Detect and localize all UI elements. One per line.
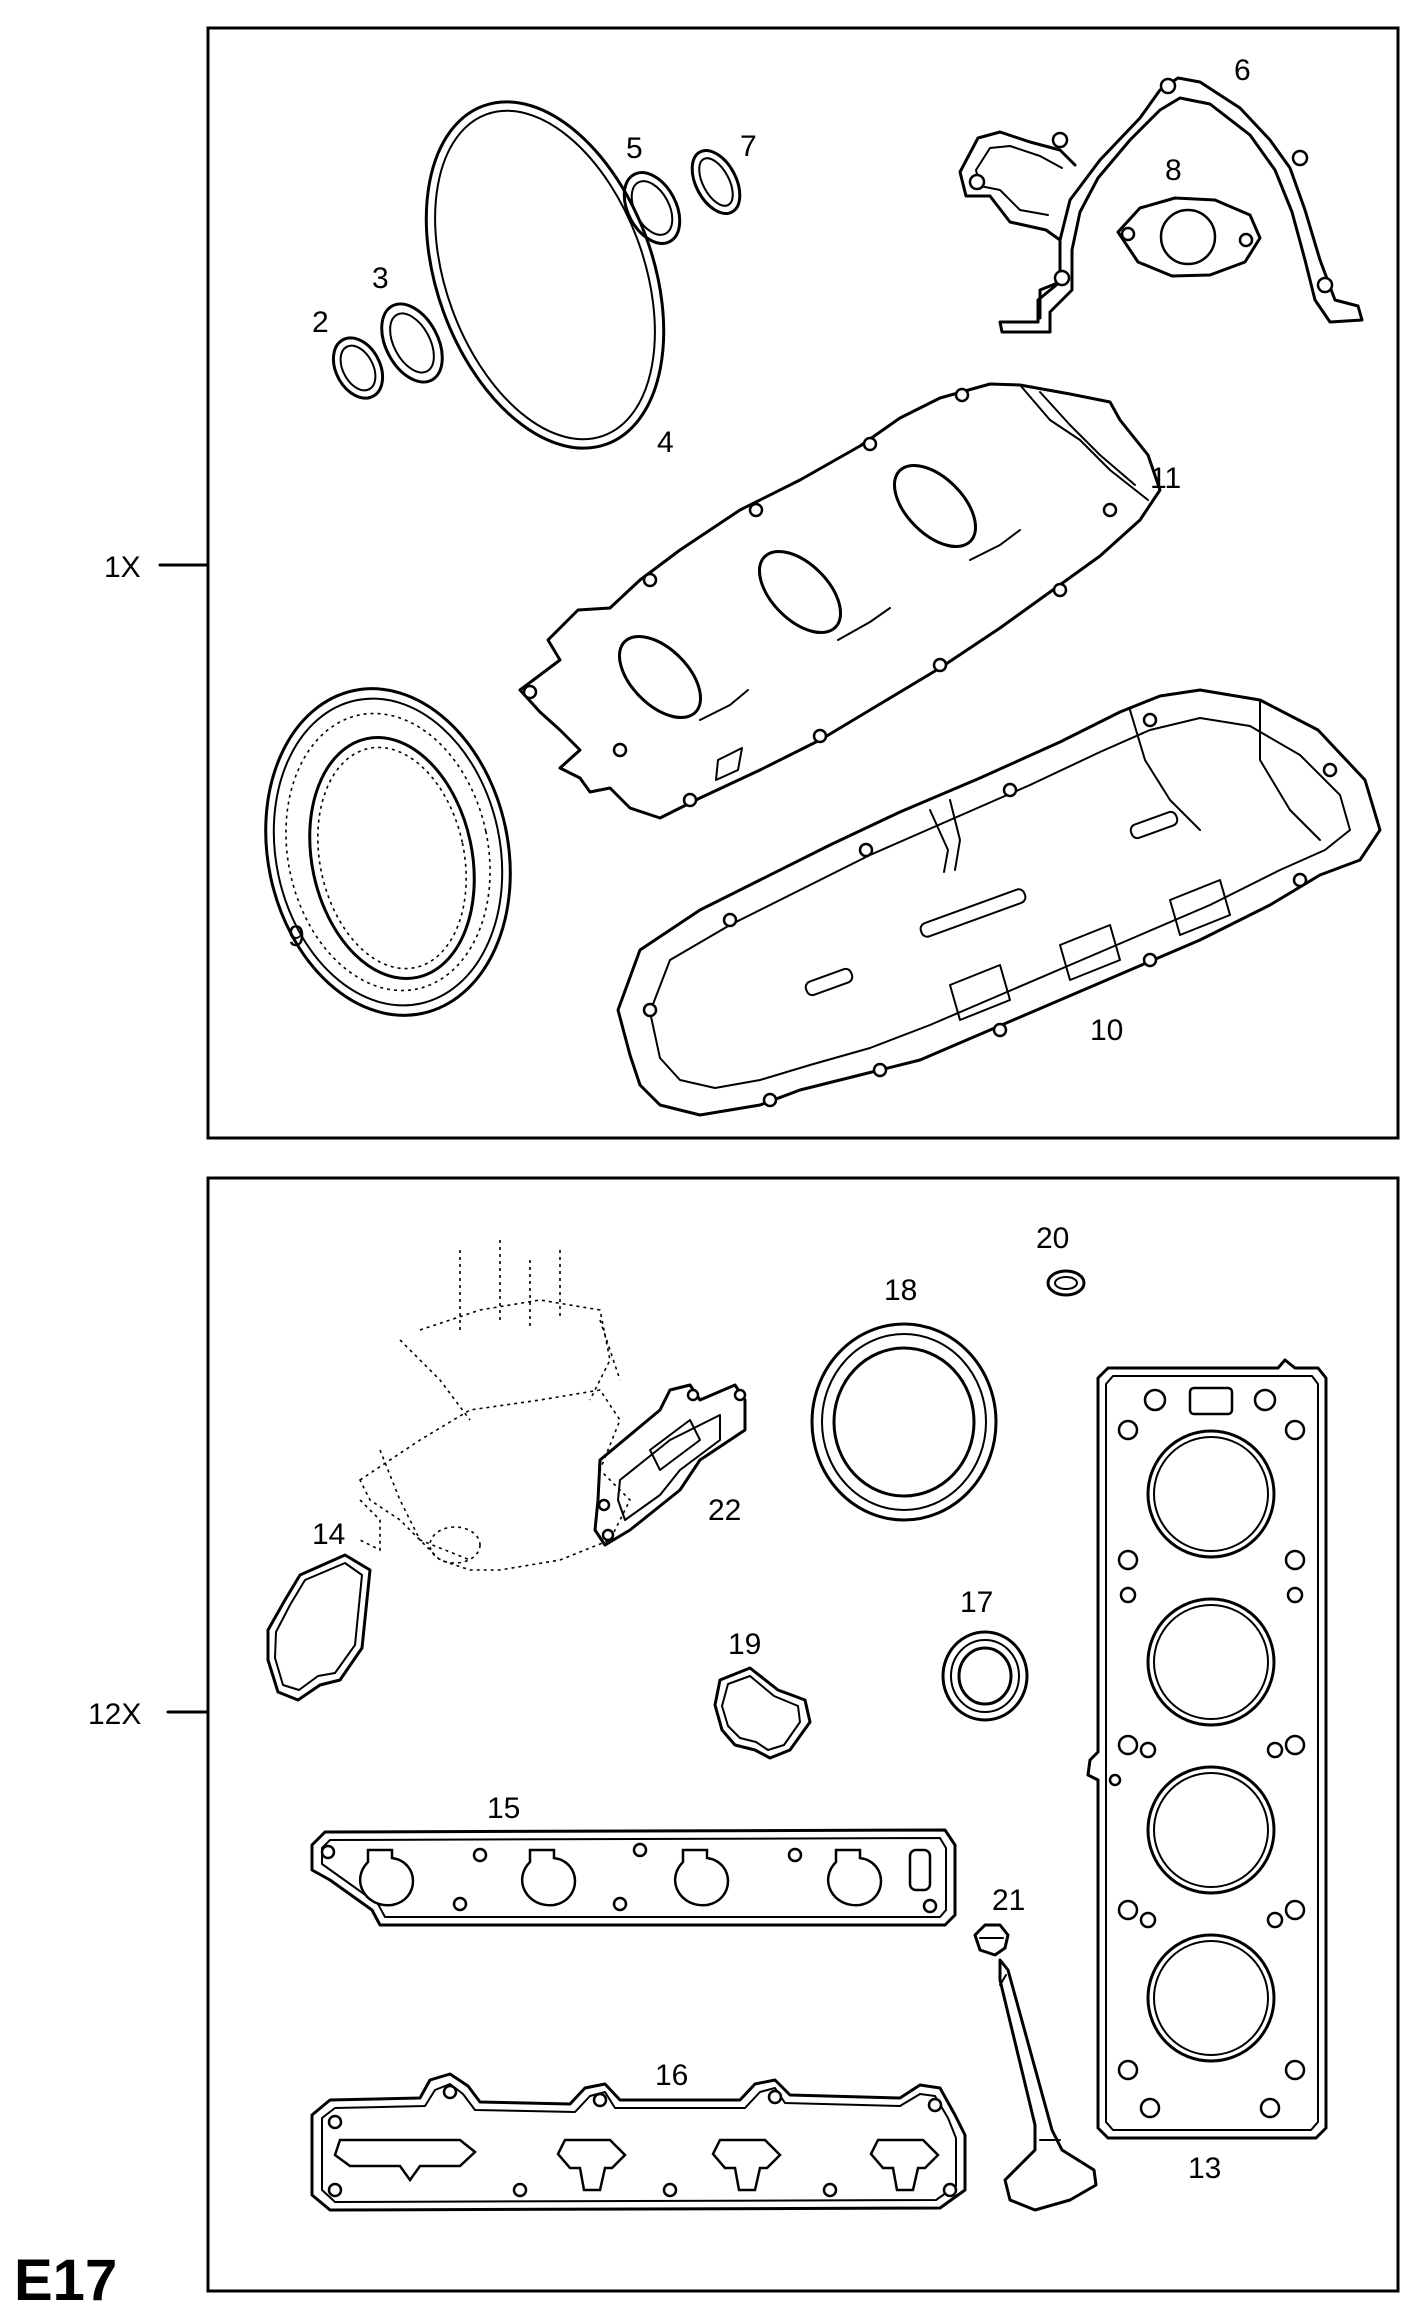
callout-5: 5 bbox=[626, 132, 643, 165]
callout-20: 20 bbox=[1036, 1222, 1069, 1255]
part-14-gasket bbox=[266, 1553, 372, 1702]
part-10-oil-pan-gasket bbox=[616, 688, 1382, 1117]
callout-16: 16 bbox=[655, 2059, 688, 2092]
part-13-head-gasket bbox=[1086, 1358, 1328, 2140]
callout-2: 2 bbox=[312, 306, 329, 339]
callout-11: 11 bbox=[1150, 462, 1181, 495]
part-6-cover-gasket bbox=[958, 76, 1364, 334]
part-5-seal-ring bbox=[622, 171, 682, 245]
reference-housing-outline bbox=[358, 1240, 631, 1571]
part-20-washer bbox=[1046, 1269, 1086, 1297]
part-11-oil-baffle bbox=[518, 382, 1162, 820]
part-3-seal-ring bbox=[380, 302, 444, 384]
part-16-manifold-gasket bbox=[310, 2072, 967, 2212]
group-qty-1x: 1X bbox=[104, 551, 141, 584]
group-frame-1x bbox=[206, 26, 1400, 1140]
callout-8: 8 bbox=[1165, 154, 1182, 187]
part-2-seal-ring bbox=[331, 336, 385, 400]
callout-6: 6 bbox=[1234, 54, 1251, 87]
part-4-o-ring bbox=[424, 100, 666, 450]
callout-13: 13 bbox=[1188, 2152, 1221, 2185]
callout-22: 22 bbox=[708, 1494, 741, 1527]
callout-14: 14 bbox=[312, 1518, 345, 1551]
callout-17: 17 bbox=[960, 1586, 993, 1619]
callout-19: 19 bbox=[728, 1628, 761, 1661]
page-code: E17 bbox=[14, 2248, 117, 2313]
callout-18: 18 bbox=[884, 1274, 917, 1307]
part-18-seal bbox=[810, 1322, 998, 1522]
callout-7: 7 bbox=[740, 130, 757, 163]
part-9-crankshaft-seal bbox=[264, 687, 512, 1017]
part-7-seal-ring bbox=[690, 149, 742, 215]
callout-9: 9 bbox=[288, 920, 305, 953]
callout-4: 4 bbox=[657, 426, 674, 459]
group-frame-12x bbox=[206, 1176, 1400, 2293]
part-22-flange-gasket bbox=[593, 1383, 747, 1547]
callout-10: 10 bbox=[1090, 1014, 1123, 1047]
group-qty-12x: 12X bbox=[88, 1698, 141, 1731]
part-8-flange-gasket bbox=[1116, 196, 1262, 278]
part-19-gasket bbox=[713, 1666, 812, 1760]
part-17-seal bbox=[941, 1630, 1029, 1722]
callout-15: 15 bbox=[487, 1792, 520, 1825]
part-15-manifold-gasket bbox=[310, 1828, 957, 1927]
callout-21: 21 bbox=[992, 1884, 1025, 1917]
callout-3: 3 bbox=[372, 262, 389, 295]
part-21-valve-stem-seal bbox=[973, 1923, 1098, 2212]
